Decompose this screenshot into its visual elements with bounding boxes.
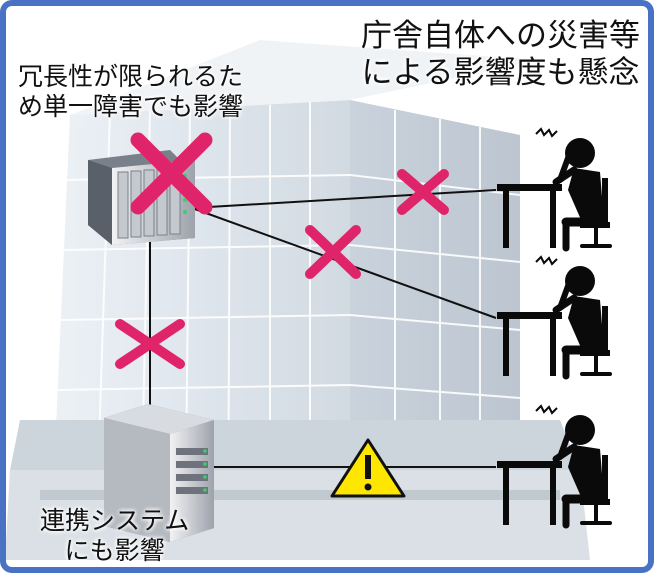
tower-server-icon xyxy=(104,404,214,542)
red-x-icon xyxy=(130,132,213,215)
server-risk-label: 冗長性が限られるた め単一障害でも影響 xyxy=(18,62,243,121)
server-risk-line-2: め単一障害でも影響 xyxy=(18,91,244,121)
network-line-1 xyxy=(191,189,497,209)
stressed-worker-at-desk-icon xyxy=(497,127,612,252)
server-risk-line-1: 冗長性が限られるた xyxy=(18,62,244,91)
red-x-icon xyxy=(397,169,449,215)
building-risk-label: 庁舎自体への災害等 による影響度も懸念 xyxy=(361,18,640,91)
linked-system-label: 連携システム にも影響 xyxy=(40,506,189,565)
building-risk-line-2: による影響度も懸念 xyxy=(361,54,640,91)
linked-system-line-1: 連携システム xyxy=(40,506,190,535)
warning-triangle-icon xyxy=(330,438,406,498)
red-x-icon xyxy=(115,319,185,369)
linked-system-line-2: にも影響 xyxy=(64,535,165,565)
building-risk-line-1: 庁舎自体への災害等 xyxy=(361,18,640,54)
red-x-icon xyxy=(305,225,361,279)
